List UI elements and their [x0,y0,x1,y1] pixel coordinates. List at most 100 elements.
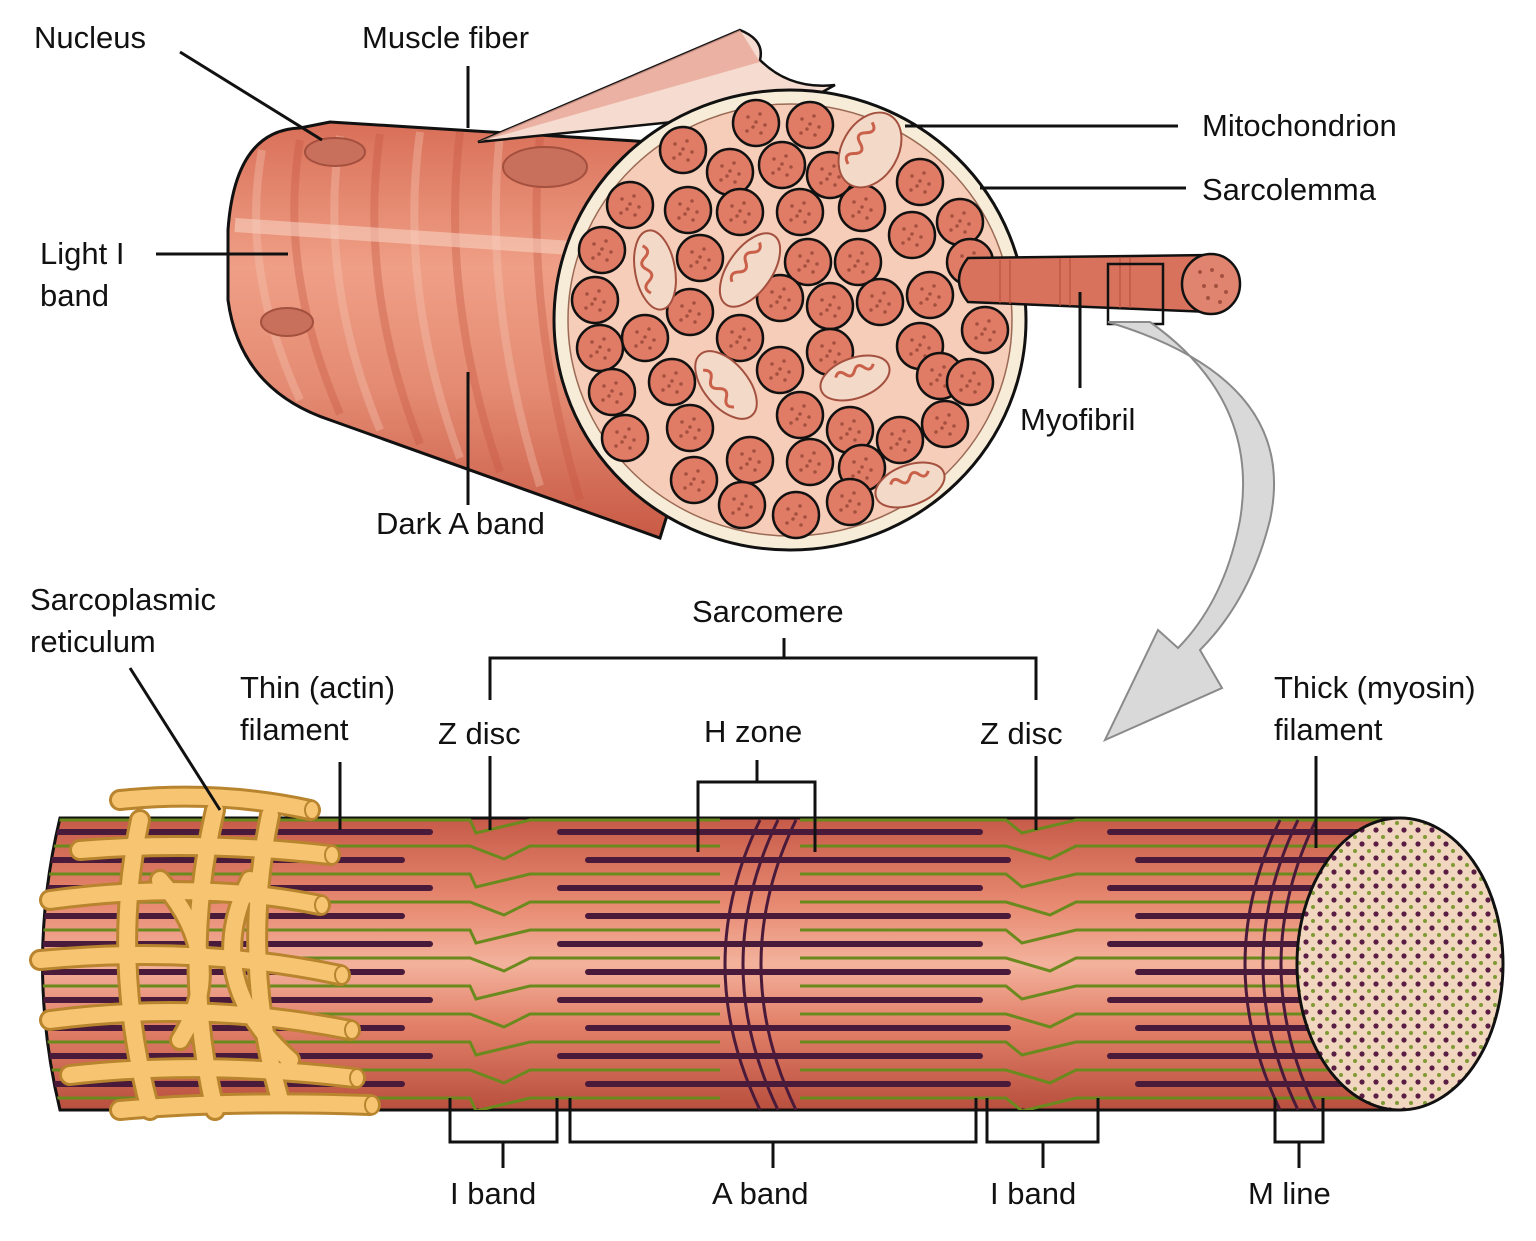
myofibril-cross-section [731,98,781,148]
fiber-striations [252,131,584,502]
leader-lines [128,50,1318,848]
i-band-left-bracket [448,1098,559,1168]
sarcoplasmic-reticulum [29,785,381,1121]
thin-filament [42,984,720,1001]
label-z-disc-left: Z disc [438,716,521,751]
myofibril-cross-section [783,237,833,287]
myofibril-cross-section [825,477,875,527]
myofibril-cross-section [669,455,719,505]
myofibril-cross-section [605,180,655,230]
thin-filament [42,1040,720,1057]
label-i-band-left: I band [450,1176,536,1211]
a-band-bracket [568,1098,978,1168]
nucleus-2 [502,146,588,188]
label-light-i-band-line1: Light I [40,236,124,271]
myofibril-cross-section [833,237,883,287]
myofibril-cross-section [935,197,985,247]
label-m-line: M line [1248,1176,1331,1211]
label-mitochondrion: Mitochondrion [1202,108,1397,143]
thin-filament [800,928,1400,945]
myofibril-cross-section [771,490,821,540]
label-z-disc-right: Z disc [980,716,1063,751]
myofibril-cross-section [658,125,708,175]
myofibril-cross-section [837,183,887,233]
label-thin-filament-line2: filament [240,712,349,747]
thin-filament [800,900,1400,917]
label-sarcoplasmic-reticulum-line1: Sarcoplasmic [30,582,216,617]
myofibril-cross-section [570,275,620,325]
thin-filament [800,1012,1400,1029]
myofibril-cross-section [665,287,715,337]
myofibril-cross-section [887,210,937,260]
thin-filament [800,1096,1400,1110]
label-dark-a-band: Dark A band [376,506,545,541]
myofibril-cross-section [775,390,825,440]
myofibril-cross-section [715,187,765,237]
thin-filament [800,956,1400,973]
myofibril-cross-section [920,399,970,449]
myofibril-cross-section [757,140,807,190]
label-h-zone: H zone [704,714,802,749]
myofibril-cross-section [577,225,627,275]
labels: Nucleus Muscle fiber Mitochondrion Sarco… [30,20,1476,1211]
myofibril-cross-section [600,413,650,463]
thin-filaments [42,818,1400,1110]
thin-filament [800,872,1400,889]
muscle-fiber [226,28,1242,552]
mitochondria [633,111,946,509]
label-thin-filament-line1: Thin (actin) [240,670,395,705]
myofibril-cross-section [855,277,905,327]
myofibril-cross-section [675,233,725,283]
thin-filament [800,844,1400,861]
myofibril-cross-section [717,480,767,530]
myofibril-cross-section [785,437,835,487]
label-sarcolemma: Sarcolemma [1202,172,1377,207]
myofibril-cross-section [725,435,775,485]
thin-filament [42,818,720,835]
h-zone-bracket [696,760,817,852]
label-sarcomere: Sarcomere [692,594,844,629]
label-sarcoplasmic-reticulum-line2: reticulum [30,624,156,659]
label-thick-filament-line2: filament [1274,712,1383,747]
myofibril-cross-section [905,270,955,320]
thin-filament [42,872,720,889]
myofibril-cross-section [663,185,713,235]
myofibril-end-cap [1295,816,1505,1112]
myofibril-cross-section [665,403,715,453]
thin-filament [42,928,720,945]
myofibril-cross-section [620,313,670,363]
nucleus-3 [260,307,314,337]
thin-filament [800,1068,1400,1085]
label-myofibril: Myofibril [1020,402,1135,437]
myofibril-detail [29,785,1505,1121]
myofibril-cross-section [647,357,697,407]
label-thick-filament-line1: Thick (myosin) [1274,670,1476,705]
myofibril-cross-section [785,100,835,150]
sarcomere-bracket [488,638,1038,700]
myofibril-cross-section [587,367,637,417]
myofibril-cross-section [755,273,805,323]
myofibril-protruding [957,252,1242,326]
thin-filament [800,818,1400,835]
thin-filament [42,956,720,973]
myofibril-cross-section [755,345,805,395]
myofibril-cross-section [825,405,875,455]
myofibril-cross-section [960,305,1010,355]
myofibril-cross-section [805,281,855,331]
myofibril-cross-section [715,313,765,363]
thin-filament [800,1040,1400,1057]
label-nucleus: Nucleus [34,20,146,55]
myofibril-cross-section [875,415,925,465]
brackets [448,638,1325,1168]
myofibril-cross-section [775,187,825,237]
label-i-band-right: I band [990,1176,1076,1211]
i-band-right-bracket [985,1098,1100,1168]
m-line-arcs [723,819,1318,1110]
label-a-band: A band [712,1176,809,1211]
myofibril-cross-section [895,157,945,207]
fiber-highlight [234,218,601,257]
curved-arrow-icon [1102,321,1275,743]
thin-filament [800,984,1400,1001]
m-line-bracket [1273,1098,1325,1168]
